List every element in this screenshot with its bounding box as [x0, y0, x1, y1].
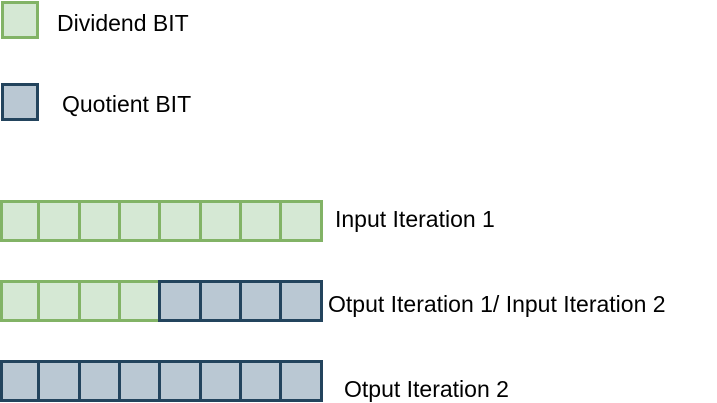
- bit-row-input-iteration-1: [0, 200, 323, 242]
- legend-quotient-swatch: [1, 83, 39, 121]
- dividend-bit: [198, 200, 243, 242]
- quotient-bit: [198, 360, 243, 402]
- legend-dividend-label: Dividend BIT: [57, 10, 189, 36]
- dividend-bit: [118, 200, 162, 242]
- legend-quotient-label: Quotient BIT: [62, 91, 192, 117]
- quotient-bit: [118, 360, 162, 402]
- row-label-output-iteration-2: Otput Iteration 2: [344, 376, 509, 402]
- quotient-bit: [158, 280, 202, 322]
- dividend-bit: [77, 200, 122, 242]
- quotient-bit: [158, 360, 202, 402]
- quotient-bit: [239, 360, 283, 402]
- quotient-bit: [279, 280, 323, 322]
- dividend-bit: [0, 200, 41, 242]
- dividend-bit: [0, 280, 41, 322]
- dividend-bit: [77, 280, 122, 322]
- dividend-bit: [279, 200, 323, 242]
- dividend-bit: [37, 200, 81, 242]
- quotient-bit: [0, 360, 41, 402]
- dividend-bit: [37, 280, 81, 322]
- legend-dividend-swatch: [1, 1, 39, 39]
- dividend-bit: [118, 280, 162, 322]
- quotient-bit: [279, 360, 323, 402]
- quotient-bit: [37, 360, 81, 402]
- quotient-bit: [239, 280, 283, 322]
- bit-row-output-iteration-2: [0, 360, 323, 402]
- bit-row-output-iteration-1: [0, 280, 323, 322]
- dividend-bit: [239, 200, 283, 242]
- quotient-bit: [198, 280, 243, 322]
- row-label-input-iteration-1: Input Iteration 1: [335, 206, 495, 232]
- row-label-output-iteration-1: Otput Iteration 1/ Input Iteration 2: [328, 291, 666, 317]
- quotient-bit: [77, 360, 122, 402]
- dividend-bit: [158, 200, 202, 242]
